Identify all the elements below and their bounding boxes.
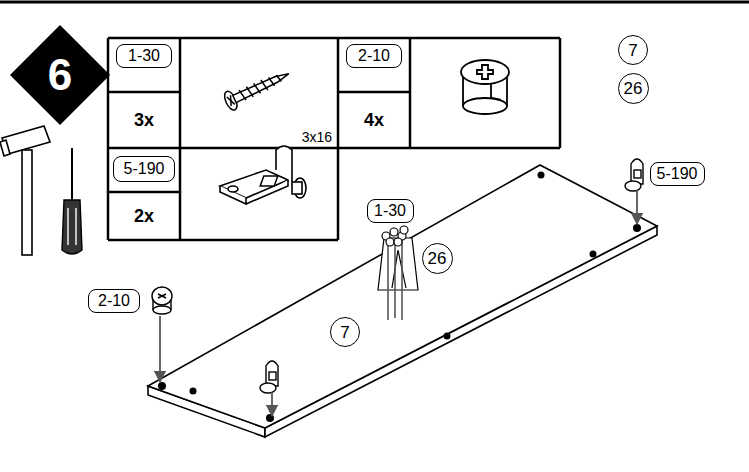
- cam-fitting-icon: [459, 60, 511, 114]
- quantity-cell: 2x: [108, 192, 180, 240]
- part-code: 5-190: [113, 156, 175, 182]
- quantity-cell: 3x: [108, 92, 180, 148]
- shelf-support: [260, 361, 278, 393]
- part-code: 1-30: [116, 44, 172, 68]
- step-number: 6: [10, 25, 110, 125]
- quantity-cell-text: 4x: [364, 111, 384, 129]
- callout-number: 26: [618, 73, 649, 104]
- part-code-text: 5-190: [657, 166, 698, 182]
- part-code-text: 2-10: [98, 293, 130, 309]
- part-code: 1-30: [367, 199, 414, 223]
- screw-bag: [378, 238, 418, 290]
- panel-holes: [158, 172, 641, 423]
- quantity-cell-text: 3x: [134, 111, 154, 129]
- screw-size-cell: 3x16: [180, 38, 338, 148]
- callout-number-text: 7: [628, 42, 637, 59]
- leader-arrow: [271, 392, 273, 416]
- quantity-cell-text: 2x: [134, 207, 154, 225]
- leader-arrow: [159, 316, 161, 382]
- callout-number-text: 7: [340, 324, 349, 341]
- part-code: 2-10: [346, 44, 402, 68]
- panel: [148, 165, 657, 437]
- part-code: 5-190: [650, 162, 705, 186]
- hammer: [0, 126, 50, 255]
- leader-arrow: [636, 190, 638, 224]
- screw-size-cell-text: 3x16: [302, 130, 332, 144]
- part-code-text: 5-190: [124, 161, 165, 177]
- part-code-text: 1-30: [374, 203, 406, 219]
- part-code-text: 1-30: [128, 48, 160, 64]
- callout-number: 7: [330, 317, 360, 347]
- callout-number: 26: [422, 243, 453, 274]
- header-rule: [0, 1, 749, 4]
- part-code: 2-10: [88, 289, 140, 313]
- screws: [388, 240, 402, 320]
- quantity-cell: 4x: [338, 92, 410, 148]
- part-code-text: 2-10: [358, 48, 390, 64]
- screw-heads: [382, 226, 408, 246]
- callout-number-text: 26: [428, 250, 447, 267]
- callout-number: 7: [618, 35, 648, 65]
- shelf-support-icon: [220, 146, 306, 204]
- screwdriver: [62, 148, 82, 254]
- callout-number-text: 26: [624, 80, 643, 97]
- cam-fitting: [152, 287, 172, 314]
- shelf-support: [625, 159, 643, 191]
- step-number-text: 6: [48, 53, 72, 97]
- screw-icon: [222, 65, 293, 112]
